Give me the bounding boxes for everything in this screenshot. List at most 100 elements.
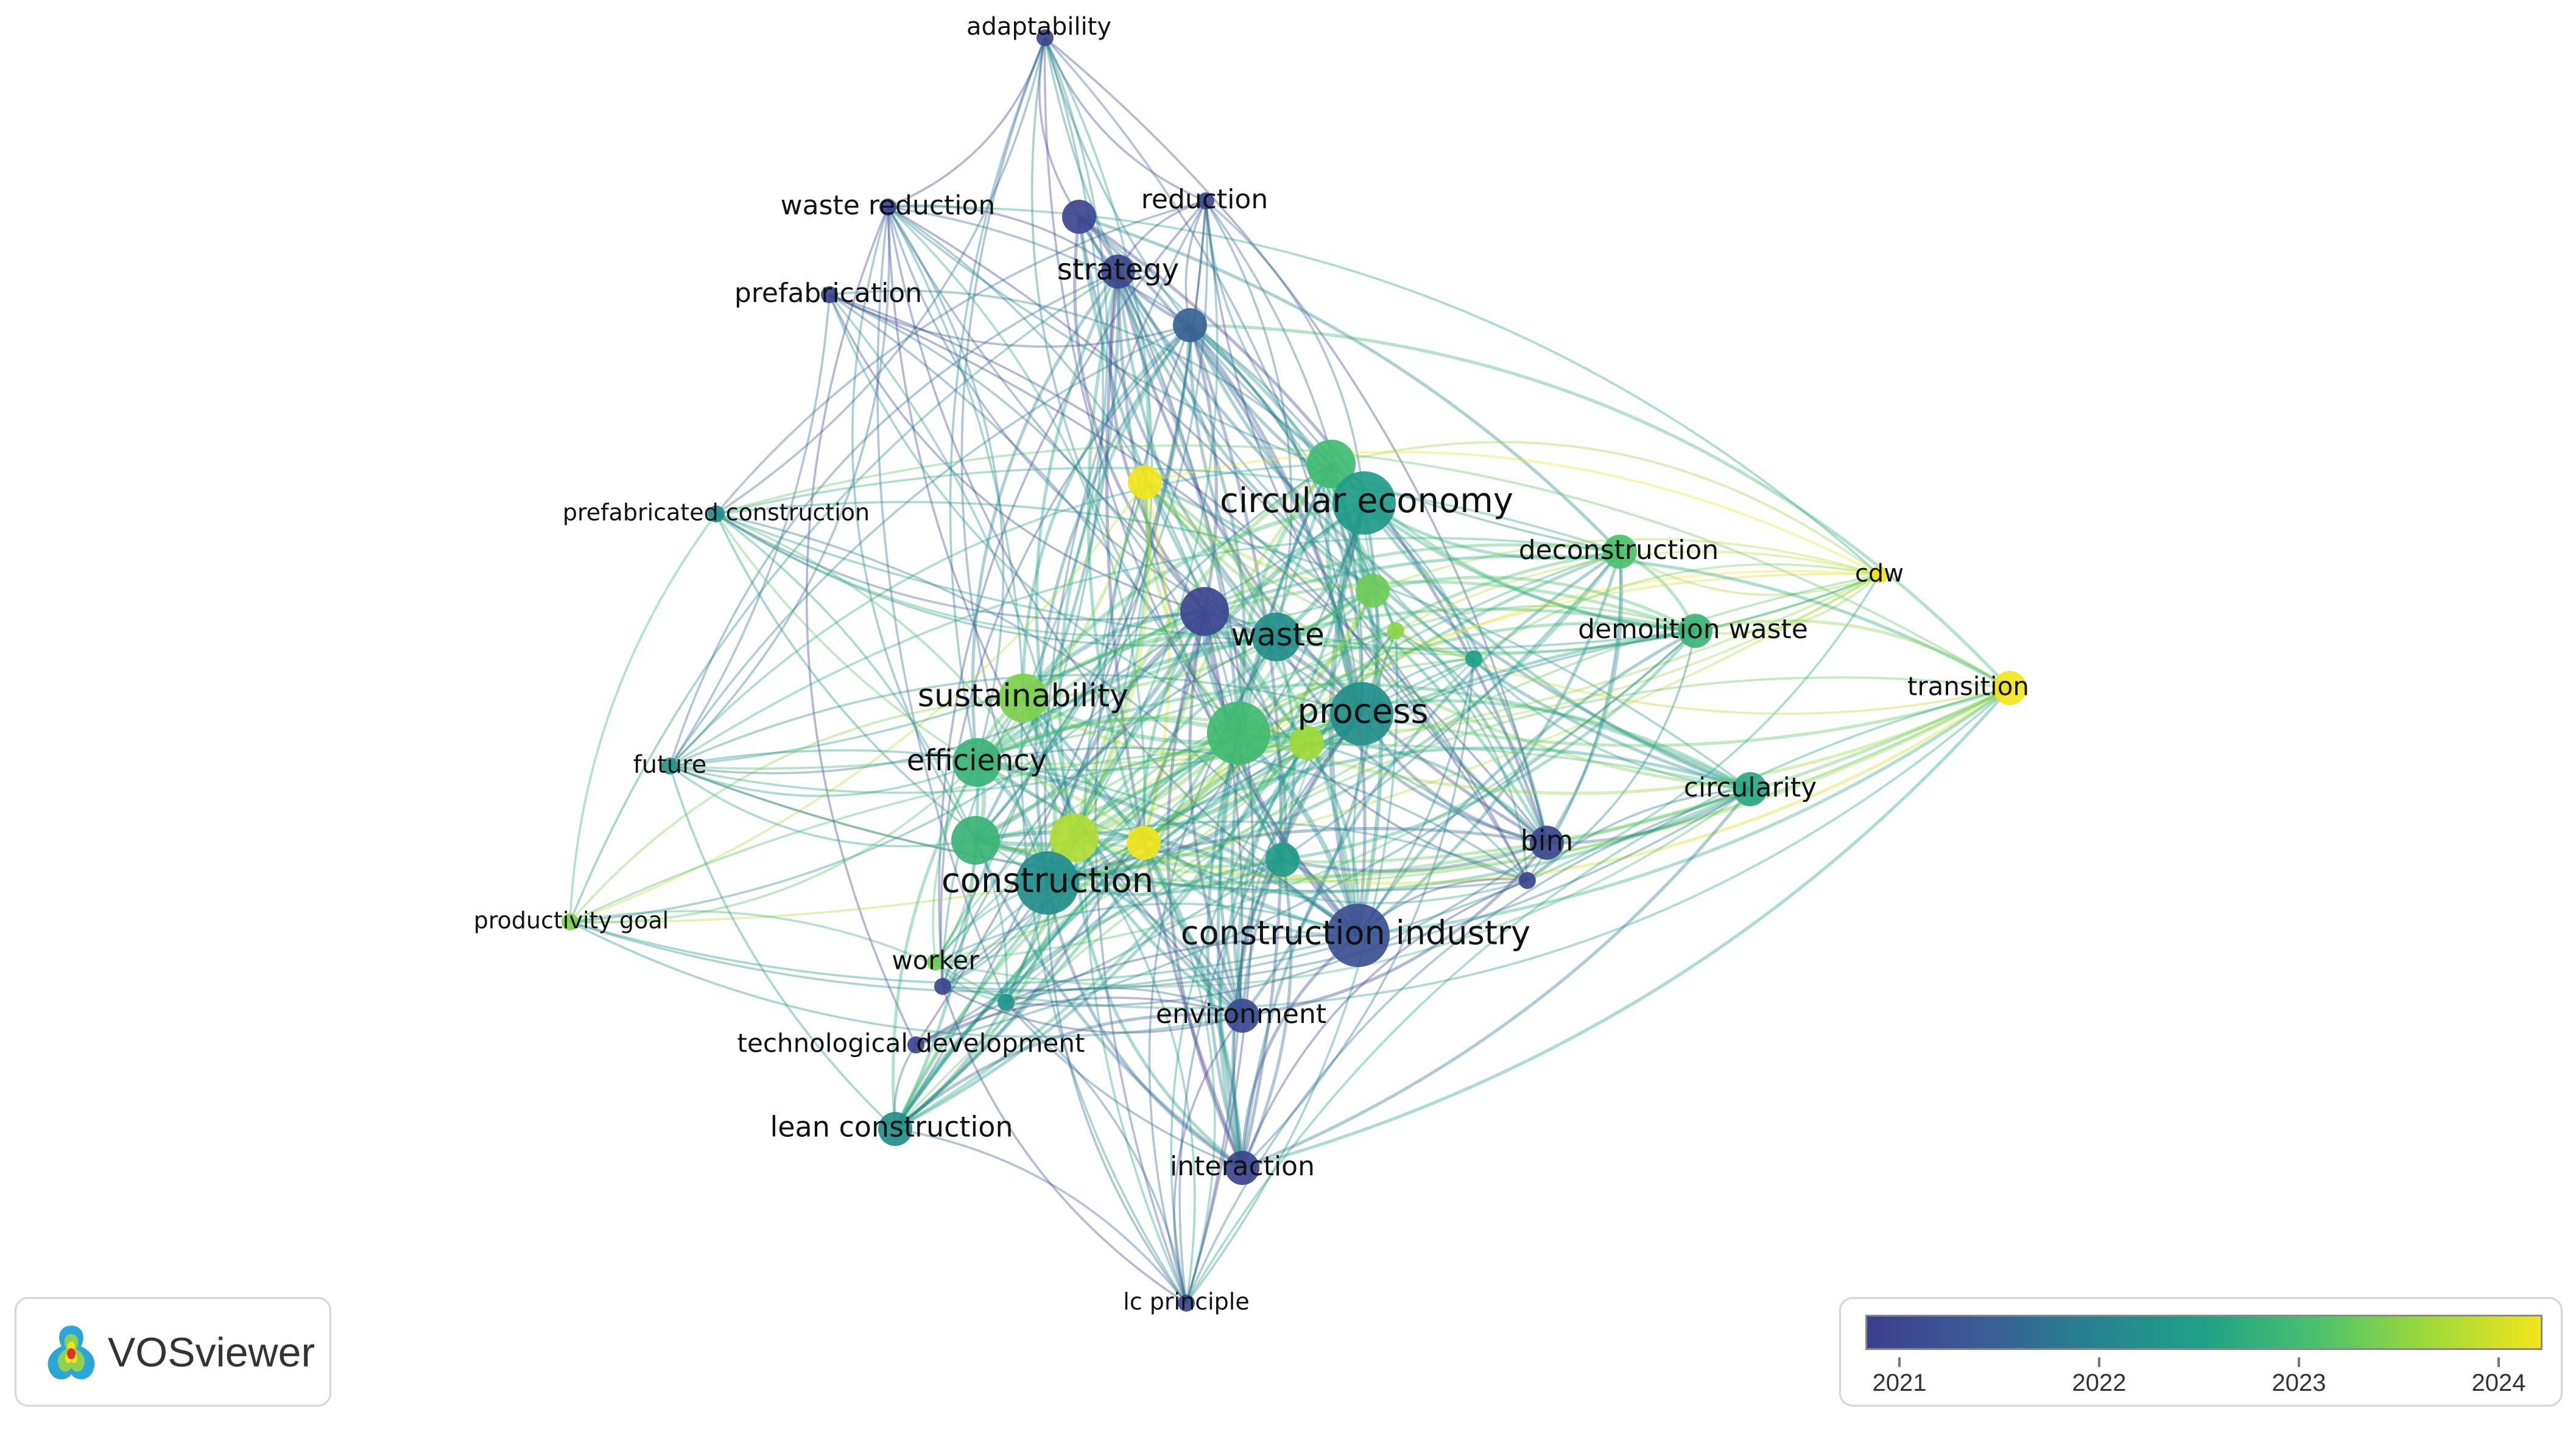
network-link: [1473, 658, 1751, 790]
node-environment[interactable]: [1225, 999, 1259, 1033]
node-n-teal-small[interactable]: [1465, 650, 1482, 667]
network-link: [1005, 1001, 1243, 1169]
network-link: [716, 513, 1205, 621]
network-link: [1241, 879, 1528, 1169]
network-link: [1242, 788, 1752, 1170]
node-technological-development[interactable]: [907, 1036, 924, 1053]
node-waste-reduction[interactable]: [879, 199, 896, 216]
node-n-teal-lower[interactable]: [998, 994, 1015, 1011]
node-productivity-goal[interactable]: [561, 913, 579, 930]
node-waste[interactable]: [1252, 613, 1301, 661]
node-n-bim-small[interactable]: [1519, 872, 1536, 889]
network-link: [1188, 611, 1244, 1016]
node-n-worker-small[interactable]: [934, 978, 951, 995]
network-link: [1357, 686, 2011, 937]
network-link: [716, 513, 1075, 839]
node-n-reduction-left[interactable]: [1062, 200, 1096, 234]
node-efficiency[interactable]: [952, 738, 1001, 787]
node-lean-construction[interactable]: [878, 1112, 912, 1146]
network-link: [1360, 712, 1547, 845]
node-process[interactable]: [1330, 682, 1393, 745]
node-n-green-left[interactable]: [951, 816, 1000, 865]
node-n-lime-left[interactable]: [1050, 814, 1099, 862]
node-n-small-green[interactable]: [1387, 622, 1404, 639]
network-link: [887, 206, 1359, 937]
network-link: [1073, 837, 1196, 1304]
network-link: [1142, 463, 1332, 843]
network-link: [1116, 271, 1374, 592]
network-link: [1371, 589, 1549, 843]
node-reduction[interactable]: [1197, 192, 1214, 209]
node-bim[interactable]: [1530, 826, 1564, 860]
network-link: [934, 961, 1007, 1004]
network-link: [829, 294, 1191, 348]
network-link: [569, 574, 1880, 924]
network-link: [975, 829, 1360, 937]
network-link: [960, 37, 1049, 884]
network-link: [934, 732, 1239, 963]
node-transition[interactable]: [1993, 671, 2027, 705]
node-n-strategy-below[interactable]: [1173, 308, 1207, 342]
network-link: [974, 271, 1120, 842]
node-future[interactable]: [661, 758, 678, 775]
label-sustainability: sustainability: [918, 678, 1128, 714]
label-lean-construction: lean construction: [770, 1111, 1013, 1144]
node-deconstruction[interactable]: [1603, 535, 1637, 569]
label-circularity: circularity: [1684, 772, 1817, 803]
node-sustainability[interactable]: [999, 673, 1047, 722]
legend-tick: [2497, 1357, 2500, 1367]
node-prefabricated-construction[interactable]: [708, 505, 725, 522]
node-n-lime[interactable]: [1290, 726, 1324, 760]
node-n-green-mid[interactable]: [1356, 574, 1390, 608]
node-construction[interactable]: [1016, 851, 1079, 915]
network-link: [1005, 550, 1621, 1004]
network-link: [1078, 216, 1397, 631]
node-prefabrication[interactable]: [821, 286, 838, 303]
node-adaptability[interactable]: [1036, 29, 1054, 46]
network-link: [893, 858, 1283, 1130]
network-link: [829, 294, 1240, 734]
network-link: [1361, 686, 2010, 747]
network-link: [938, 200, 1207, 987]
network-link: [1205, 200, 1548, 844]
network-link: [1073, 216, 1206, 613]
node-n-green-big[interactable]: [1207, 701, 1270, 765]
network-link: [1038, 37, 1080, 217]
network-link: [1206, 733, 1244, 1169]
year-color-legend: 2021 2022 2023 2024: [1839, 1297, 2563, 1407]
network-link: [1035, 270, 1120, 839]
node-n-yellow-top[interactable]: [1128, 465, 1162, 499]
network-link: [1546, 787, 1751, 845]
network-link: [1073, 836, 1283, 868]
network-link: [1044, 37, 1206, 202]
node-n-teal-center[interactable]: [1265, 843, 1300, 877]
node-lc-principle[interactable]: [1178, 1295, 1195, 1312]
network-link: [1240, 550, 1621, 1169]
node-n-purple-mid[interactable]: [1180, 587, 1229, 636]
network-link: [669, 324, 1191, 767]
network-link: [915, 550, 1621, 1046]
node-demolition-waste[interactable]: [1678, 614, 1712, 648]
node-n-green-top[interactable]: [1307, 440, 1356, 488]
network-link: [1021, 324, 1191, 698]
network-link: [941, 986, 1187, 1304]
network-link: [1108, 271, 1206, 613]
network-link: [1142, 482, 1171, 843]
node-interaction[interactable]: [1225, 1151, 1259, 1185]
network-link: [1047, 550, 1622, 885]
label-cdw: cdw: [1855, 560, 1904, 588]
network-link: [1473, 563, 1880, 660]
network-link: [569, 744, 1751, 923]
node-construction-industry[interactable]: [1326, 904, 1390, 967]
node-circularity[interactable]: [1733, 772, 1767, 806]
node-strategy[interactable]: [1101, 255, 1135, 289]
network-link: [894, 1013, 1243, 1130]
legend-tick: [1898, 1357, 1901, 1367]
node-n-yellow-mid[interactable]: [1127, 826, 1161, 860]
network-link: [1219, 742, 1309, 1169]
node-worker[interactable]: [927, 954, 944, 971]
network-link: [1372, 575, 1697, 633]
node-cdw[interactable]: [1871, 566, 1888, 583]
network-link: [976, 717, 1239, 764]
node-circular-economy[interactable]: [1332, 471, 1396, 535]
